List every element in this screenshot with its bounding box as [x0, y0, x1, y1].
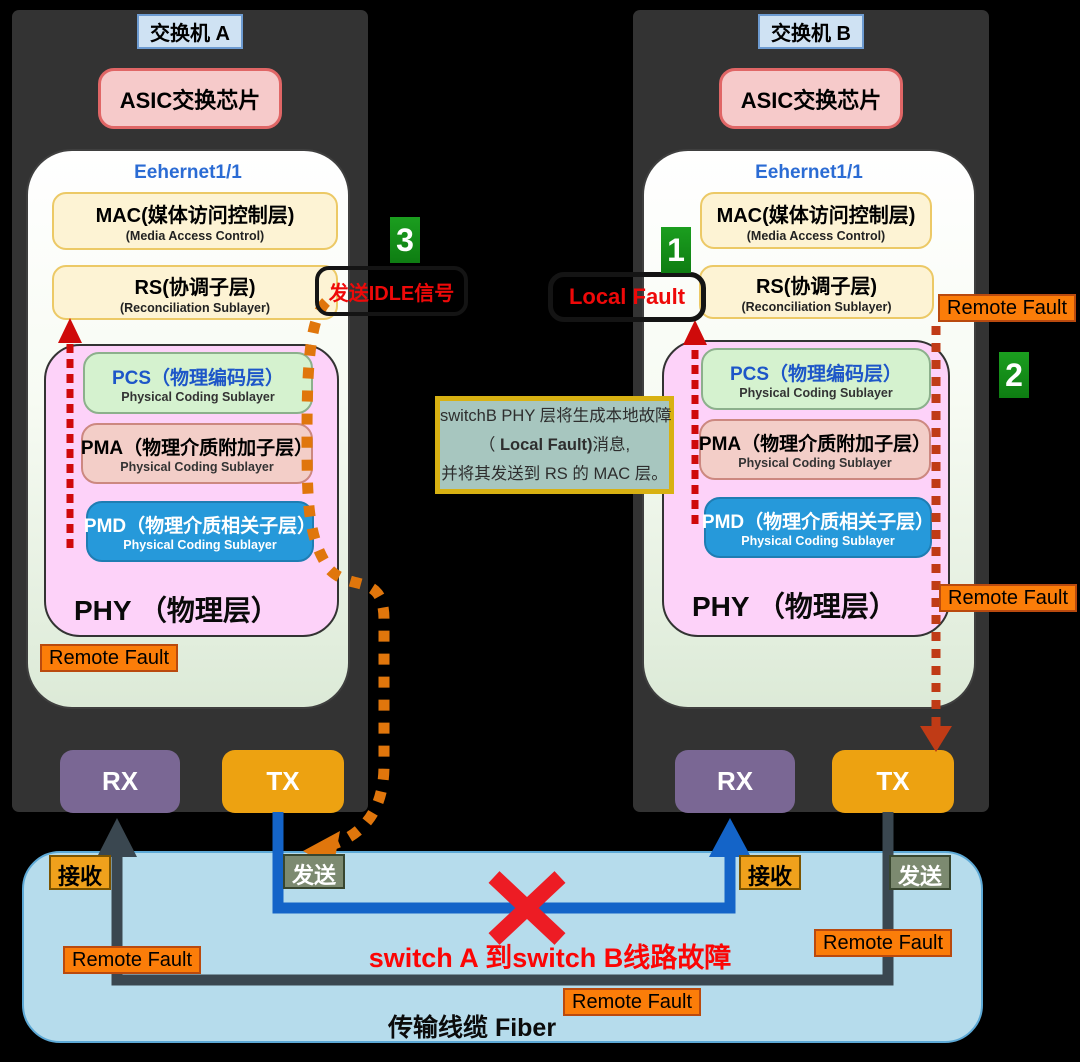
switch-b-phy-label: PHY （物理层） — [692, 591, 897, 622]
switch-b-panel: 交换机 B ASIC交换芯片 Eehernet1/1 MAC(媒体访问控制层) … — [633, 10, 989, 813]
fiber-cable-label: 传输线缆 Fiber — [388, 1014, 557, 1042]
note-line-2-bold: Local Fault) — [499, 435, 593, 454]
pmd-layer-title: PMD（物理介质相关子层） — [701, 512, 935, 533]
pma-layer-title: PMA（物理介质附加子层） — [698, 434, 932, 455]
rs-layer-title: RS(协调子层) — [134, 276, 256, 299]
receive-label-switch-b: 接收 — [739, 855, 802, 890]
pcs-layer-title: PCS（物理编码层） — [729, 363, 903, 385]
local-fault-callout: Local Fault — [548, 272, 706, 322]
send-idle-signal-callout: 发送IDLE信号 — [315, 266, 468, 316]
switch-b-ethernet-interface: Eehernet1/1 MAC(媒体访问控制层) (Media Access C… — [642, 149, 976, 709]
pcs-layer-title: PCS（物理编码层） — [111, 367, 285, 389]
pmd-layer-subtitle: Physical Coding Sublayer — [123, 538, 277, 552]
step-2-badge: 2 — [999, 352, 1029, 398]
switch-b-pmd-layer: PMD（物理介质相关子层） Physical Coding Sublayer — [701, 497, 935, 558]
switch-b-rx-port: RX — [675, 750, 795, 813]
switch-b-tx-port: TX — [832, 750, 954, 813]
switch-a-phy-label: PHY （物理层） — [74, 595, 279, 626]
send-label-switch-b: 发送 — [889, 855, 952, 890]
switch-b-title: 交换机 B — [758, 14, 864, 49]
switch-a-mac-layer: MAC(媒体访问控制层) (Media Access Control) — [52, 192, 338, 250]
mac-layer-subtitle: (Media Access Control) — [746, 228, 886, 243]
pma-layer-title: PMA（物理介质附加子层） — [80, 438, 314, 459]
switch-a-pmd-layer: PMD（物理介质相关子层） Physical Coding Sublayer — [83, 501, 317, 562]
pma-layer-subtitle: Physical Coding Sublayer — [738, 456, 892, 470]
pcs-layer-subtitle: Physical Coding Sublayer — [739, 385, 893, 400]
line-fault-text: switch A 到switch B线路故障 — [368, 943, 732, 973]
switch-b-phy-block: PCS（物理编码层） Physical Coding Sublayer PMA（… — [662, 340, 950, 637]
local-fault-note-box: switchB PHY 层将生成本地故障 （ Local Fault)消息, 并… — [435, 396, 674, 494]
pma-layer-subtitle: Physical Coding Sublayer — [120, 460, 274, 474]
rs-layer-subtitle: (Reconciliation Sublayer) — [119, 300, 271, 315]
remote-fault-badge-phy-b: Remote Fault — [939, 584, 1078, 612]
switch-a-phy-block: PCS（物理编码层） Physical Coding Sublayer PMA（… — [44, 344, 339, 637]
mac-layer-subtitle: (Media Access Control) — [125, 229, 265, 243]
pcs-layer-subtitle: Physical Coding Sublayer — [121, 389, 275, 404]
pmd-layer-subtitle: Physical Coding Sublayer — [741, 534, 895, 548]
switch-b-mac-layer: MAC(媒体访问控制层) (Media Access Control) — [700, 192, 932, 249]
switch-a-ethernet-interface: Eehernet1/1 MAC(媒体访问控制层) (Media Access C… — [26, 149, 350, 709]
switch-b-pma-layer: PMA（物理介质附加子层） Physical Coding Sublayer — [699, 419, 931, 480]
switch-a-rx-port: RX — [60, 750, 180, 813]
switch-a-pcs-layer: PCS（物理编码层） Physical Coding Sublayer — [83, 352, 313, 414]
pmd-layer-title: PMD（物理介质相关子层） — [83, 516, 317, 537]
note-line-2-post: 消息, — [592, 435, 631, 454]
send-label-switch-a: 发送 — [283, 854, 346, 889]
switch-b-pcs-layer: PCS（物理编码层） Physical Coding Sublayer — [701, 348, 931, 410]
switch-b-rs-layer: RS(协调子层) (Reconciliation Sublayer) — [699, 265, 934, 319]
switch-a-pma-layer: PMA（物理介质附加子层） Physical Coding Sublayer — [81, 423, 313, 484]
note-line-2-pre: （ — [478, 435, 500, 454]
rs-layer-subtitle: (Reconciliation Sublayer) — [741, 300, 892, 314]
remote-fault-badge-rs-b: Remote Fault — [938, 294, 1077, 322]
switch-a-rs-layer: RS(协调子层) (Reconciliation Sublayer) — [52, 265, 338, 320]
note-line-2: （ Local Fault)消息, — [440, 431, 669, 460]
remote-fault-badge-fiber-bottom: Remote Fault — [563, 988, 702, 1016]
remote-fault-badge-switch-a: Remote Fault — [40, 644, 179, 672]
switch-a-asic-chip: ASIC交换芯片 — [98, 68, 282, 129]
remote-fault-badge-fiber-right: Remote Fault — [814, 929, 953, 957]
note-line-3: 并将其发送到 RS 的 MAC 层。 — [441, 464, 668, 483]
remote-fault-badge-fiber-left: Remote Fault — [63, 946, 202, 974]
switch-b-asic-chip: ASIC交换芯片 — [719, 68, 903, 129]
note-line-1: switchB PHY 层将生成本地故障 — [440, 406, 672, 425]
receive-label-switch-a: 接收 — [49, 855, 112, 890]
rs-layer-title: RS(协调子层) — [755, 276, 878, 298]
mac-layer-title: MAC(媒体访问控制层) — [95, 205, 295, 227]
mac-layer-title: MAC(媒体访问控制层) — [716, 204, 916, 227]
switch-a-interface-name: Eehernet1/1 — [134, 162, 242, 183]
switch-b-interface-name: Eehernet1/1 — [755, 162, 863, 183]
switch-a-panel: 交换机 A ASIC交换芯片 Eehernet1/1 MAC(媒体访问控制层) … — [12, 10, 368, 813]
switch-a-tx-port: TX — [222, 750, 344, 813]
step-3-badge: 3 — [390, 217, 420, 263]
step-1-badge: 1 — [661, 227, 691, 273]
switch-a-title: 交换机 A — [137, 14, 243, 49]
